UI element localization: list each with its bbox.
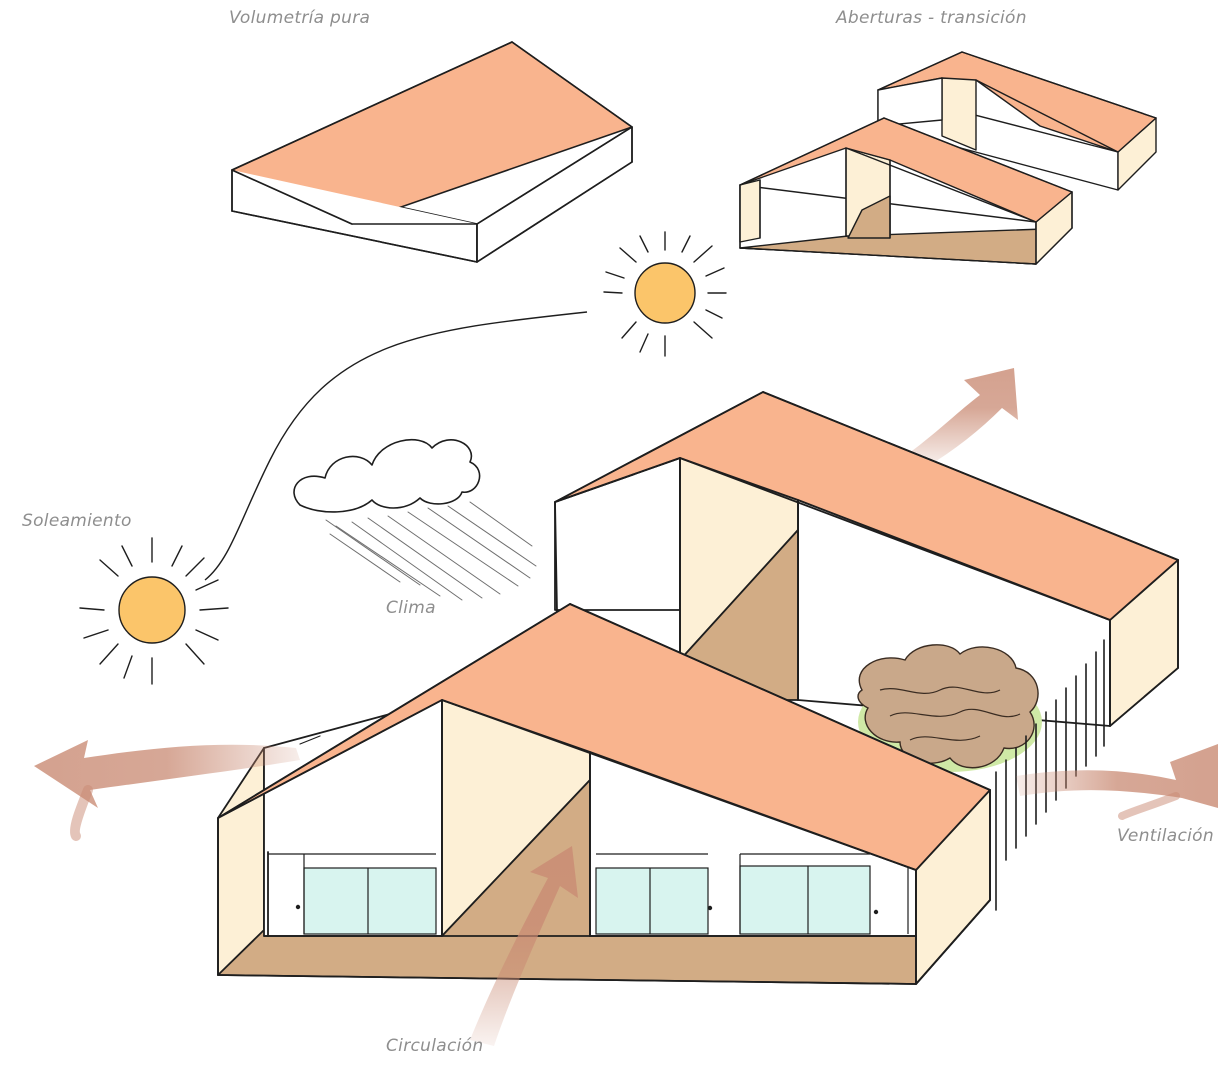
label-clima: Clima xyxy=(386,598,436,618)
label-soleamiento: Soleamiento xyxy=(22,511,132,531)
pure-volume-house xyxy=(232,42,632,262)
label-ventilacion: Ventilación xyxy=(1117,826,1214,846)
cloud-icon xyxy=(294,440,480,512)
sun-icon xyxy=(80,538,228,684)
label-volumetria-pura: Volumetría pura xyxy=(229,8,370,28)
airflow-arrow-icon xyxy=(908,368,1018,468)
label-circulacion: Circulación xyxy=(386,1036,483,1056)
sun-icon xyxy=(604,232,726,356)
rain-icon xyxy=(326,502,536,600)
label-aberturas-transicion: Aberturas - transición xyxy=(836,8,1027,28)
openings-transition-house xyxy=(740,52,1156,264)
